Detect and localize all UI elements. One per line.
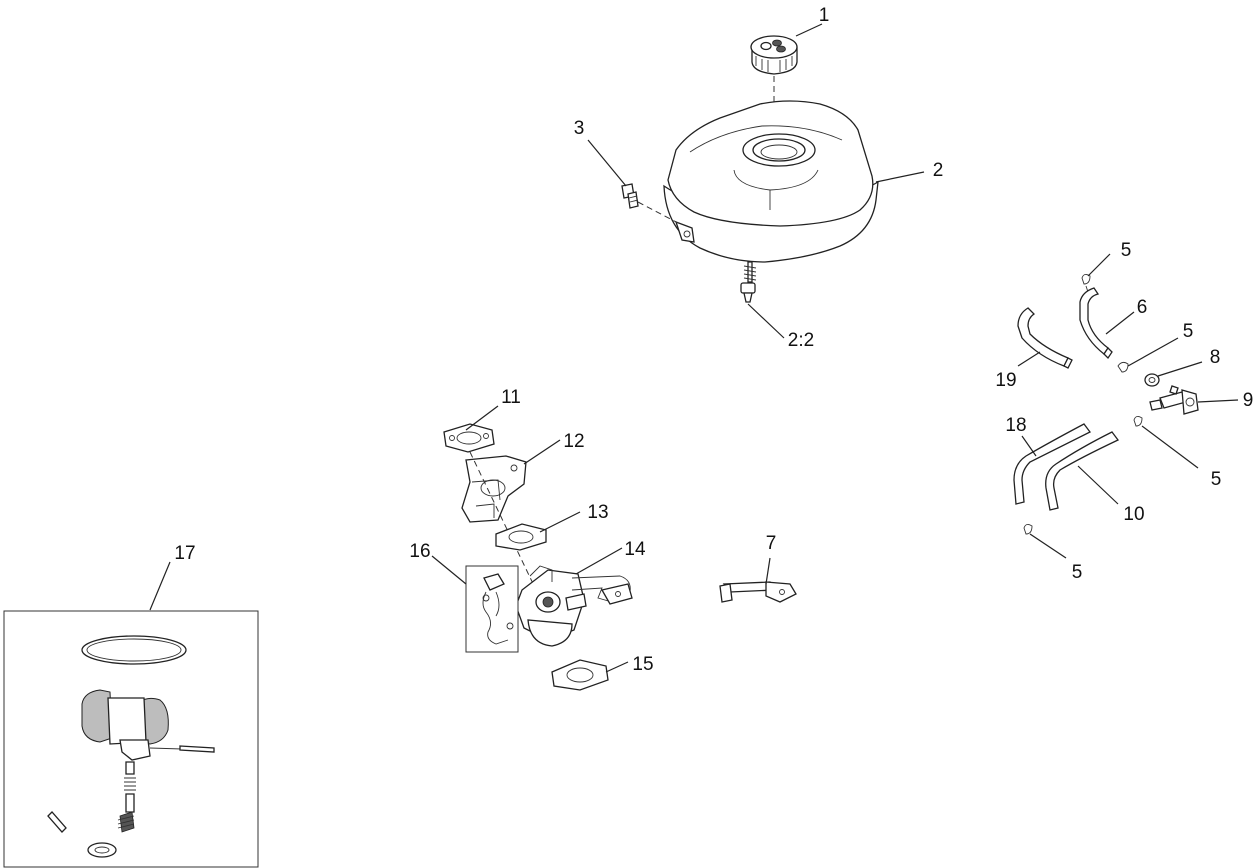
callout-5-right[interactable]: 5: [1211, 469, 1222, 490]
callout-15[interactable]: 15: [632, 654, 653, 675]
gasket-icon[interactable]: [495, 523, 547, 551]
drain-valve-icon[interactable]: [740, 261, 757, 303]
callout-17[interactable]: 17: [174, 543, 195, 564]
gasket-icon[interactable]: [551, 659, 609, 691]
pin-icon[interactable]: [47, 811, 67, 833]
callout-16[interactable]: 16: [409, 541, 430, 562]
fuel-tank-icon[interactable]: [663, 100, 879, 263]
callout-10[interactable]: 10: [1123, 504, 1144, 525]
callout-14[interactable]: 14: [624, 539, 646, 560]
float-icon[interactable]: [81, 689, 215, 761]
needle-icon[interactable]: [117, 761, 136, 833]
insulator-icon[interactable]: [461, 455, 527, 523]
callout-1[interactable]: 1: [819, 5, 830, 26]
rod-icon[interactable]: [719, 581, 797, 603]
callout-2[interactable]: 2: [933, 160, 944, 181]
callout-3[interactable]: 3: [574, 118, 585, 139]
carburetor-icon[interactable]: [515, 565, 633, 647]
callout-9[interactable]: 9: [1243, 390, 1254, 411]
callout-5-mid[interactable]: 5: [1183, 321, 1194, 342]
hose-icon[interactable]: [1079, 287, 1113, 360]
fuel-cap-icon[interactable]: [750, 35, 798, 75]
clamp-icon[interactable]: [1117, 361, 1129, 373]
clamp-icon[interactable]: [1023, 523, 1033, 535]
gasket-icon[interactable]: [443, 423, 495, 453]
callout-5-bottom[interactable]: 5: [1072, 562, 1083, 583]
washer-icon[interactable]: [87, 842, 117, 858]
hose-icon[interactable]: [1013, 423, 1091, 505]
clamp-icon[interactable]: [1133, 415, 1143, 427]
callout-8[interactable]: 8: [1210, 347, 1221, 368]
valve-icon[interactable]: [1149, 385, 1199, 415]
callout-2-2[interactable]: 2:2: [788, 330, 814, 351]
nut-icon[interactable]: [1144, 373, 1160, 387]
hose-icon[interactable]: [1045, 431, 1119, 511]
callout-18[interactable]: 18: [1005, 415, 1026, 436]
solenoid-icon[interactable]: [465, 565, 519, 653]
callout-5-top[interactable]: 5: [1121, 240, 1132, 261]
callout-13[interactable]: 13: [587, 502, 608, 523]
leader-lines: [149, 23, 1239, 673]
repair-kit-box: [3, 610, 259, 868]
callout-12[interactable]: 12: [563, 431, 584, 452]
callout-19[interactable]: 19: [995, 370, 1016, 391]
clamp-icon[interactable]: [1081, 273, 1091, 293]
bolt-icon[interactable]: [621, 183, 639, 209]
callout-11[interactable]: 11: [501, 387, 521, 408]
callout-7[interactable]: 7: [766, 533, 777, 554]
hose-icon[interactable]: [1017, 307, 1073, 369]
callout-6[interactable]: 6: [1137, 297, 1148, 318]
